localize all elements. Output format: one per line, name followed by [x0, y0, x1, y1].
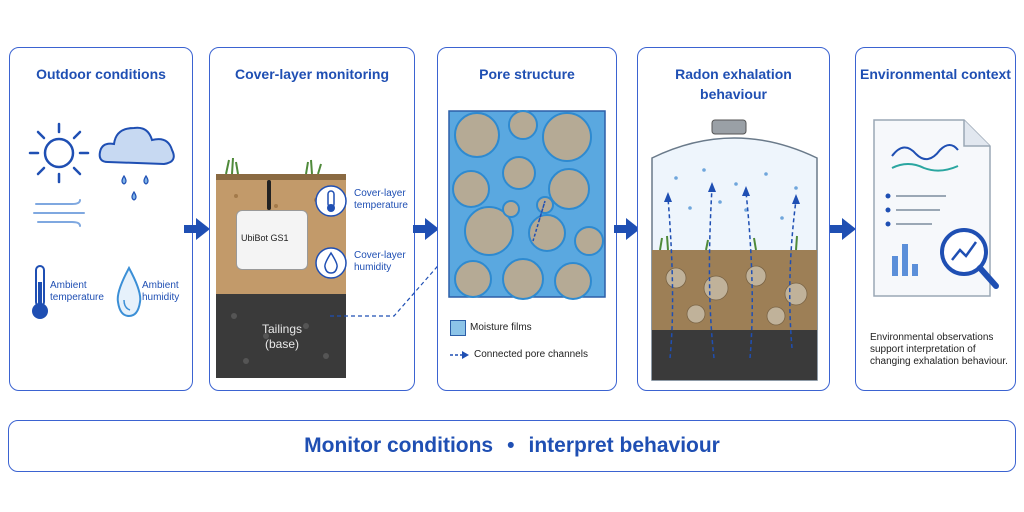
cover-humidity-label: Cover-layer humidity — [354, 250, 406, 273]
antenna-icon — [267, 180, 271, 210]
panel-title: Radon exhalation behaviour — [675, 66, 792, 102]
ambient-temperature-label: Ambient temperature — [50, 280, 104, 303]
zoom-connector-line — [330, 251, 451, 317]
sensor-device: UbiBot GS1 — [236, 210, 308, 270]
panel-cover-layer: Cover-layer monitoring UbiBot GS1 Cover-… — [209, 47, 415, 391]
ambient-humidity-label: Ambient humidity — [142, 280, 180, 303]
water-drop-icon — [315, 247, 347, 279]
footer-banner: Monitor conditions • interpret behaviour — [8, 420, 1016, 472]
panel-outdoor: Outdoor conditions Ambient temperature A… — [9, 47, 193, 391]
panel-environmental-context: Environmental context Environmental obse… — [855, 47, 1016, 391]
cloud-rain-icon — [98, 126, 175, 201]
pore-structure-image — [448, 110, 606, 300]
legend-connected-channels: Connected pore channels — [474, 349, 588, 360]
thermometer-icon — [32, 265, 48, 319]
water-drop-icon — [116, 265, 142, 318]
sun-icon — [28, 122, 90, 184]
device-label: UbiBot GS1 — [241, 233, 289, 243]
legend-arrow-icon — [450, 351, 469, 359]
flow-arrow-icon — [830, 218, 856, 240]
flow-arrow-icon — [413, 218, 439, 240]
thermometer-icon — [315, 185, 347, 217]
environment-caption: Environmental observations support inter… — [870, 332, 1008, 367]
footer-right-text: interpret behaviour — [528, 434, 720, 457]
exhalation-chamber — [651, 119, 818, 381]
moisture-film-swatch — [450, 320, 466, 336]
report-document-icon — [873, 119, 999, 297]
cover-temperature-label: Cover-layer temperature — [354, 188, 408, 211]
panel-title: Pore structure — [479, 66, 575, 82]
legend-moisture-films: Moisture films — [470, 322, 532, 333]
panel-radon-exhalation: Radon exhalation behaviour — [637, 47, 830, 391]
panel-title: Environmental context — [860, 66, 1011, 82]
footer-left-text: Monitor conditions — [304, 434, 494, 457]
tailings-label: Tailings (base) — [261, 322, 303, 351]
flow-arrow-icon — [614, 218, 640, 240]
flow-arrow-icon — [184, 218, 210, 240]
footer-separator: • — [507, 434, 515, 457]
panel-pore-structure: Pore structure Moisture films Connected … — [437, 47, 617, 391]
wind-icon — [33, 199, 85, 227]
panel-title: Cover-layer monitoring — [234, 66, 390, 82]
panel-title: Outdoor conditions — [36, 66, 166, 82]
